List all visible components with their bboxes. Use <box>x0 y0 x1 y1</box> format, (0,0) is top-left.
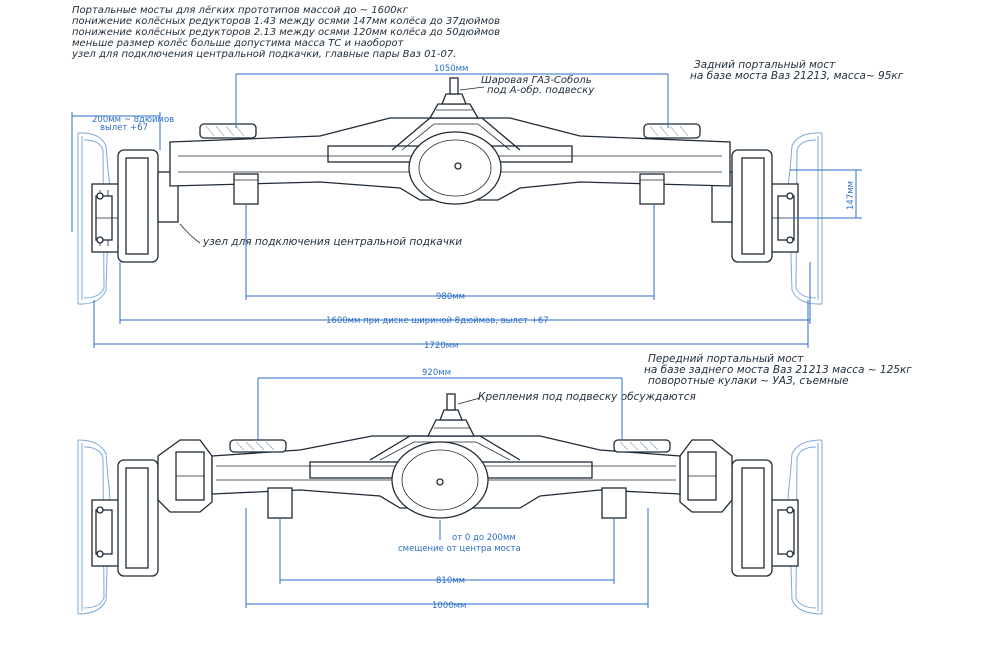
rear-axle-drawing <box>77 77 823 305</box>
rear-dim-top: 1050мм <box>434 64 468 74</box>
front-ball-joint <box>426 393 476 437</box>
rear-axle-title: Задний портальный мост <box>694 59 836 71</box>
rear-dim-track: 1600мм при диске шириной 8дюймов, вылет … <box>326 316 549 326</box>
front-dimensions: 920мм 810мм 1000мм <box>245 368 649 611</box>
rear-ball-joint <box>428 77 480 119</box>
rear-dim-offset: 147мм <box>846 181 856 210</box>
rear-ball-joint-label: Шаровая ГАЗ-Соболь <box>481 74 592 86</box>
front-dim-top: 920мм <box>422 368 451 378</box>
front-offset-label: от 0 до 200мм <box>452 533 516 543</box>
front-axle-drawing <box>77 393 823 615</box>
front-mount-leader <box>457 397 481 405</box>
rear-dimensions: 1050мм 980мм 1600мм при диске шириной 8д… <box>71 64 862 351</box>
rear-dim-wheel: 200мм ~ 8дюймов <box>92 115 174 125</box>
front-left-hub <box>91 439 213 577</box>
rear-axle-beam <box>169 117 731 205</box>
front-mount-label: Крепления под подвеску обсуждаются <box>478 391 696 403</box>
inflation-leader <box>179 223 201 244</box>
header-note-4: меньше размер колёс больше допустима мас… <box>72 37 405 49</box>
front-axle-title: Передний портальный мост <box>648 353 804 365</box>
header-note-5: узел для подключения центральной подкачк… <box>71 49 456 60</box>
header-note-2: понижение колёсных редукторов 1.43 между… <box>72 16 500 27</box>
rear-ball-joint-label-2: под А-обр. подвеску <box>487 84 595 96</box>
rear-axle-subtitle: на базе моста Ваз 21213, масса~ 95кг <box>690 70 904 82</box>
front-dim-outer: 1000мм <box>432 601 466 611</box>
rear-dim-inner: 980мм <box>436 292 465 302</box>
front-axle-beam <box>211 435 681 519</box>
header-note-1: Портальные мосты для лёгких прототипов м… <box>72 5 409 16</box>
inflation-node-label: узел для подключения центральной подкачк… <box>202 236 462 248</box>
rear-ball-joint-leader <box>459 86 485 91</box>
front-axle-knuckle-note: поворотные кулаки ~ УАЗ, съемные <box>648 375 849 387</box>
header-note-3: понижение колёсных редукторов 2.13 между… <box>72 27 500 38</box>
front-offset-label-2: смещение от центра моста <box>398 544 521 554</box>
rear-dim-overall: 1720мм <box>424 341 458 351</box>
rear-dim-wheel-2: вылет +67 <box>100 123 148 133</box>
front-axle-subtitle: на базе заднего моста Ваз 21213 масса ~ … <box>644 364 912 376</box>
front-right-hub <box>679 439 799 577</box>
rear-left-hub <box>91 149 179 263</box>
front-dim-inner: 810мм <box>436 576 465 586</box>
header-notes: Портальные мосты для лёгких прототипов м… <box>71 5 500 60</box>
